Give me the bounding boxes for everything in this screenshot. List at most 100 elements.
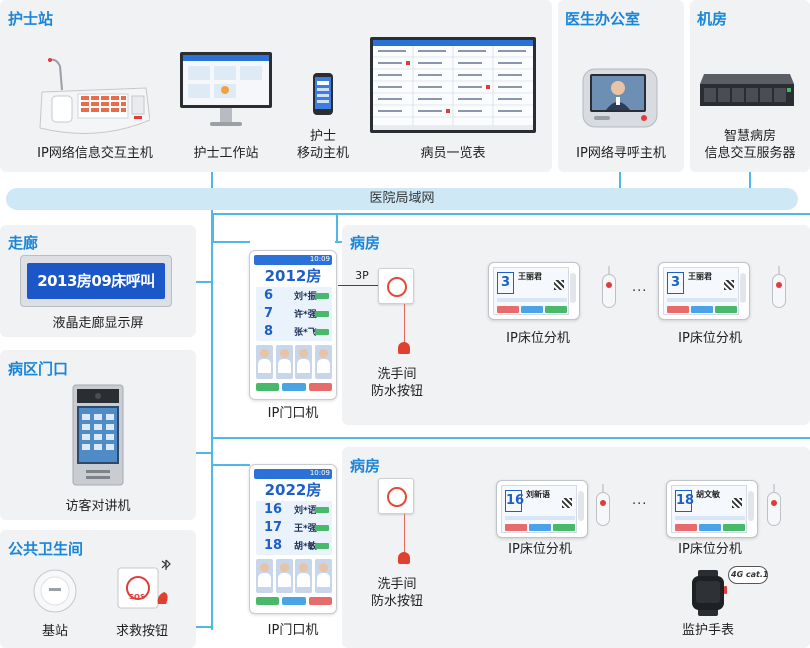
base-station-device <box>32 568 78 614</box>
bed-unit-footer <box>667 306 737 313</box>
patient-overview-board <box>370 37 536 133</box>
patient-name: 王*强 <box>294 524 317 534</box>
ip-call-host-device <box>582 68 658 130</box>
label-nurse-workstation: 护士工作站 <box>193 146 259 161</box>
watch-icon <box>692 570 727 616</box>
bed-number: 7 <box>264 306 274 321</box>
corridor-screen-text: 2013房09床呼叫 <box>27 263 165 299</box>
bed-unit-screen: 16 刘新语 <box>501 485 577 533</box>
label-monitor-watch: 监护手表 <box>681 623 734 638</box>
visitor-intercom-device <box>72 384 124 486</box>
doctor-photo <box>256 559 273 593</box>
door-2-topbar <box>254 469 332 479</box>
nurse-workstation-monitor <box>178 50 274 132</box>
link-entrance <box>196 452 212 454</box>
title-doctor-office: 医生办公室 <box>565 10 641 28</box>
bed-unit-info-bar <box>497 298 567 302</box>
bed-unit-w1b: 3 王丽君 <box>658 262 750 320</box>
patient-name: 胡*敏 <box>294 542 317 552</box>
help-button-device: SOS <box>116 558 174 614</box>
label-ip-call-host: IP网络寻呼主机 <box>576 146 666 161</box>
bed-status-tag <box>315 543 329 549</box>
waterproof-ring <box>387 487 407 507</box>
title-ward-entrance: 病区门口 <box>8 360 69 378</box>
door-2-bed-row: 18 胡*敏 <box>256 538 332 555</box>
label-bed-unit-w2a: IP床位分机 <box>508 542 572 557</box>
bed-unit-screen: 3 王丽君 <box>663 267 739 315</box>
monitor-icon <box>180 52 272 126</box>
qr-code-icon <box>554 280 564 290</box>
bed-unit-info-bar <box>667 298 737 302</box>
bed-unit-number: 3 <box>497 272 514 294</box>
door-2-time: 10:09 <box>309 469 330 477</box>
doctor-photo <box>275 559 293 593</box>
bed-unit-number: 18 <box>675 490 694 512</box>
sos-button-icon <box>117 559 171 609</box>
bed-number: 18 <box>264 538 283 553</box>
sos-text: SOS <box>129 593 146 601</box>
qr-code-icon <box>724 280 734 290</box>
phone-icon <box>313 73 333 115</box>
video-host-icon <box>582 68 658 128</box>
link-corridor <box>196 281 212 283</box>
label-corridor-display: 液晶走廊显示屏 <box>52 316 144 331</box>
corridor-display-device: 2013房09床呼叫 <box>20 255 172 307</box>
label-bed-unit-w1a: IP床位分机 <box>506 331 570 346</box>
label-visitor-intercom: 访客对讲机 <box>65 499 131 514</box>
bed-status-tag <box>315 525 329 531</box>
panel-public-toilet <box>0 530 196 648</box>
label-nurse-mobile-2: 移动主机 <box>296 146 349 161</box>
link-ward1-door <box>212 241 250 243</box>
title-ward-1: 病房 <box>350 234 381 252</box>
handset-w1a <box>598 266 620 314</box>
bed-number: 17 <box>264 520 283 535</box>
hospital-lan-bar: 医院局域网 <box>6 188 798 210</box>
desk-host-icon <box>39 58 151 134</box>
bed-status-tag <box>315 293 329 299</box>
link-backbone-vertical <box>211 210 213 630</box>
link-ward1-top <box>212 213 214 243</box>
waterproof-button-2 <box>378 478 414 514</box>
bed-unit-footer <box>505 524 575 531</box>
door-2-room: 2022房 <box>264 481 322 499</box>
label-door-machine-2: IP门口机 <box>267 623 319 638</box>
link-server-lan <box>749 172 751 188</box>
bed-unit-screen: 3 王丽君 <box>493 267 569 315</box>
label-server-1: 智慧病房 <box>723 129 776 144</box>
pull-cord <box>404 304 405 344</box>
door-2-bed-row: 17 王*强 <box>256 520 332 537</box>
link-ward1-vert <box>336 213 338 243</box>
call-button-icon <box>776 282 782 288</box>
door-1-time: 10:09 <box>309 255 330 263</box>
ip-info-host-device <box>38 58 151 140</box>
panel-ward-1 <box>342 225 810 425</box>
pull-cord-bell <box>398 552 410 564</box>
label-server-2: 信息交互服务器 <box>704 146 796 161</box>
link-ward2-door <box>212 464 250 466</box>
label-waterproof-1b: 防水按钮 <box>370 384 423 399</box>
title-nurse-station: 护士站 <box>8 10 54 28</box>
label-waterproof-2a: 洗手间 <box>377 577 417 592</box>
ellipsis-w2: ··· <box>632 497 648 512</box>
label-patient-overview: 病员一览表 <box>420 146 486 161</box>
title-corridor: 走廊 <box>8 234 39 252</box>
title-public-toilet: 公共卫生间 <box>8 540 84 558</box>
bed-status-tag <box>315 507 329 513</box>
bed-number: 8 <box>264 324 274 339</box>
doctor-photo <box>295 559 313 593</box>
label-bed-unit-w1b: IP床位分机 <box>678 331 742 346</box>
bed-number: 16 <box>264 502 283 517</box>
handset-w1b <box>768 266 790 314</box>
bed-unit-number: 16 <box>505 490 524 512</box>
bed-unit-footer <box>675 524 745 531</box>
label-nurse-mobile-1: 护士 <box>309 129 336 144</box>
bed-unit-w1a: 3 王丽君 <box>488 262 580 320</box>
label-waterproof-2b: 防水按钮 <box>370 594 423 609</box>
bed-unit-speaker <box>578 491 584 521</box>
handset-w2b <box>763 484 785 532</box>
base-station-icon <box>33 569 77 613</box>
link-nurse-lan <box>211 172 213 188</box>
qr-code-icon <box>732 498 742 508</box>
patient-name: 许*强 <box>294 310 317 320</box>
